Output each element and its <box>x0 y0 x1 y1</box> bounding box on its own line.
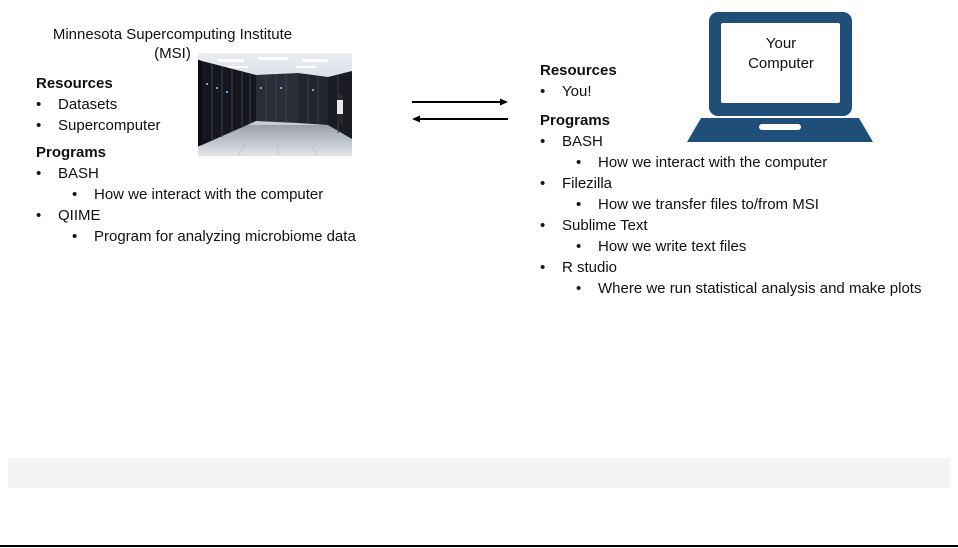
laptop-icon <box>687 12 873 142</box>
computer-programs: Programs BASH How we interact with the c… <box>540 111 921 299</box>
computer-programs-heading: Programs <box>540 112 611 129</box>
computer-resources-heading: Resources <box>540 62 617 79</box>
computer-resource-item: You! <box>540 81 617 102</box>
msi-resources-heading: Resources <box>36 75 113 92</box>
msi-programs-heading: Programs <box>36 144 107 161</box>
server-room-icon <box>198 53 352 156</box>
msi-title: Minnesota Supercomputing Institute (MSI) <box>20 25 325 63</box>
msi-title-line1: Minnesota Supercomputing Institute <box>52 26 293 43</box>
bidirectional-arrows-icon <box>412 98 508 123</box>
computer-program-name: R studio <box>540 257 921 278</box>
msi-program-name: QIIME <box>36 205 356 226</box>
msi-resources: Resources Datasets Supercomputer <box>36 74 161 136</box>
computer-program-desc: Where we run statistical analysis and ma… <box>540 278 921 299</box>
computer-program-desc: How we write text files <box>540 236 921 257</box>
msi-title-line2: (MSI) <box>154 45 191 62</box>
laptop-label-line1: Your <box>765 35 797 52</box>
computer-program-name: Filezilla <box>540 173 921 194</box>
msi-program-name: BASH <box>36 163 356 184</box>
computer-program-desc: How we interact with the computer <box>540 152 921 173</box>
computer-program-desc: How we transfer files to/from MSI <box>540 194 921 215</box>
computer-program-name: Sublime Text <box>540 215 921 236</box>
msi-program-desc: How we interact with the computer <box>36 184 356 205</box>
laptop-label-line2: Computer <box>748 55 814 72</box>
computer-program-name: BASH <box>540 131 921 152</box>
msi-resource-item: Datasets <box>36 94 161 115</box>
msi-resource-item: Supercomputer <box>36 115 161 136</box>
laptop-screen-label: Your Computer <box>722 34 840 74</box>
bottom-divider <box>0 545 958 547</box>
msi-programs: Programs BASH How we interact with the c… <box>36 143 356 247</box>
msi-program-desc: Program for analyzing microbiome data <box>36 226 356 247</box>
computer-resources: Resources You! <box>540 61 617 102</box>
footer-band <box>8 458 950 488</box>
